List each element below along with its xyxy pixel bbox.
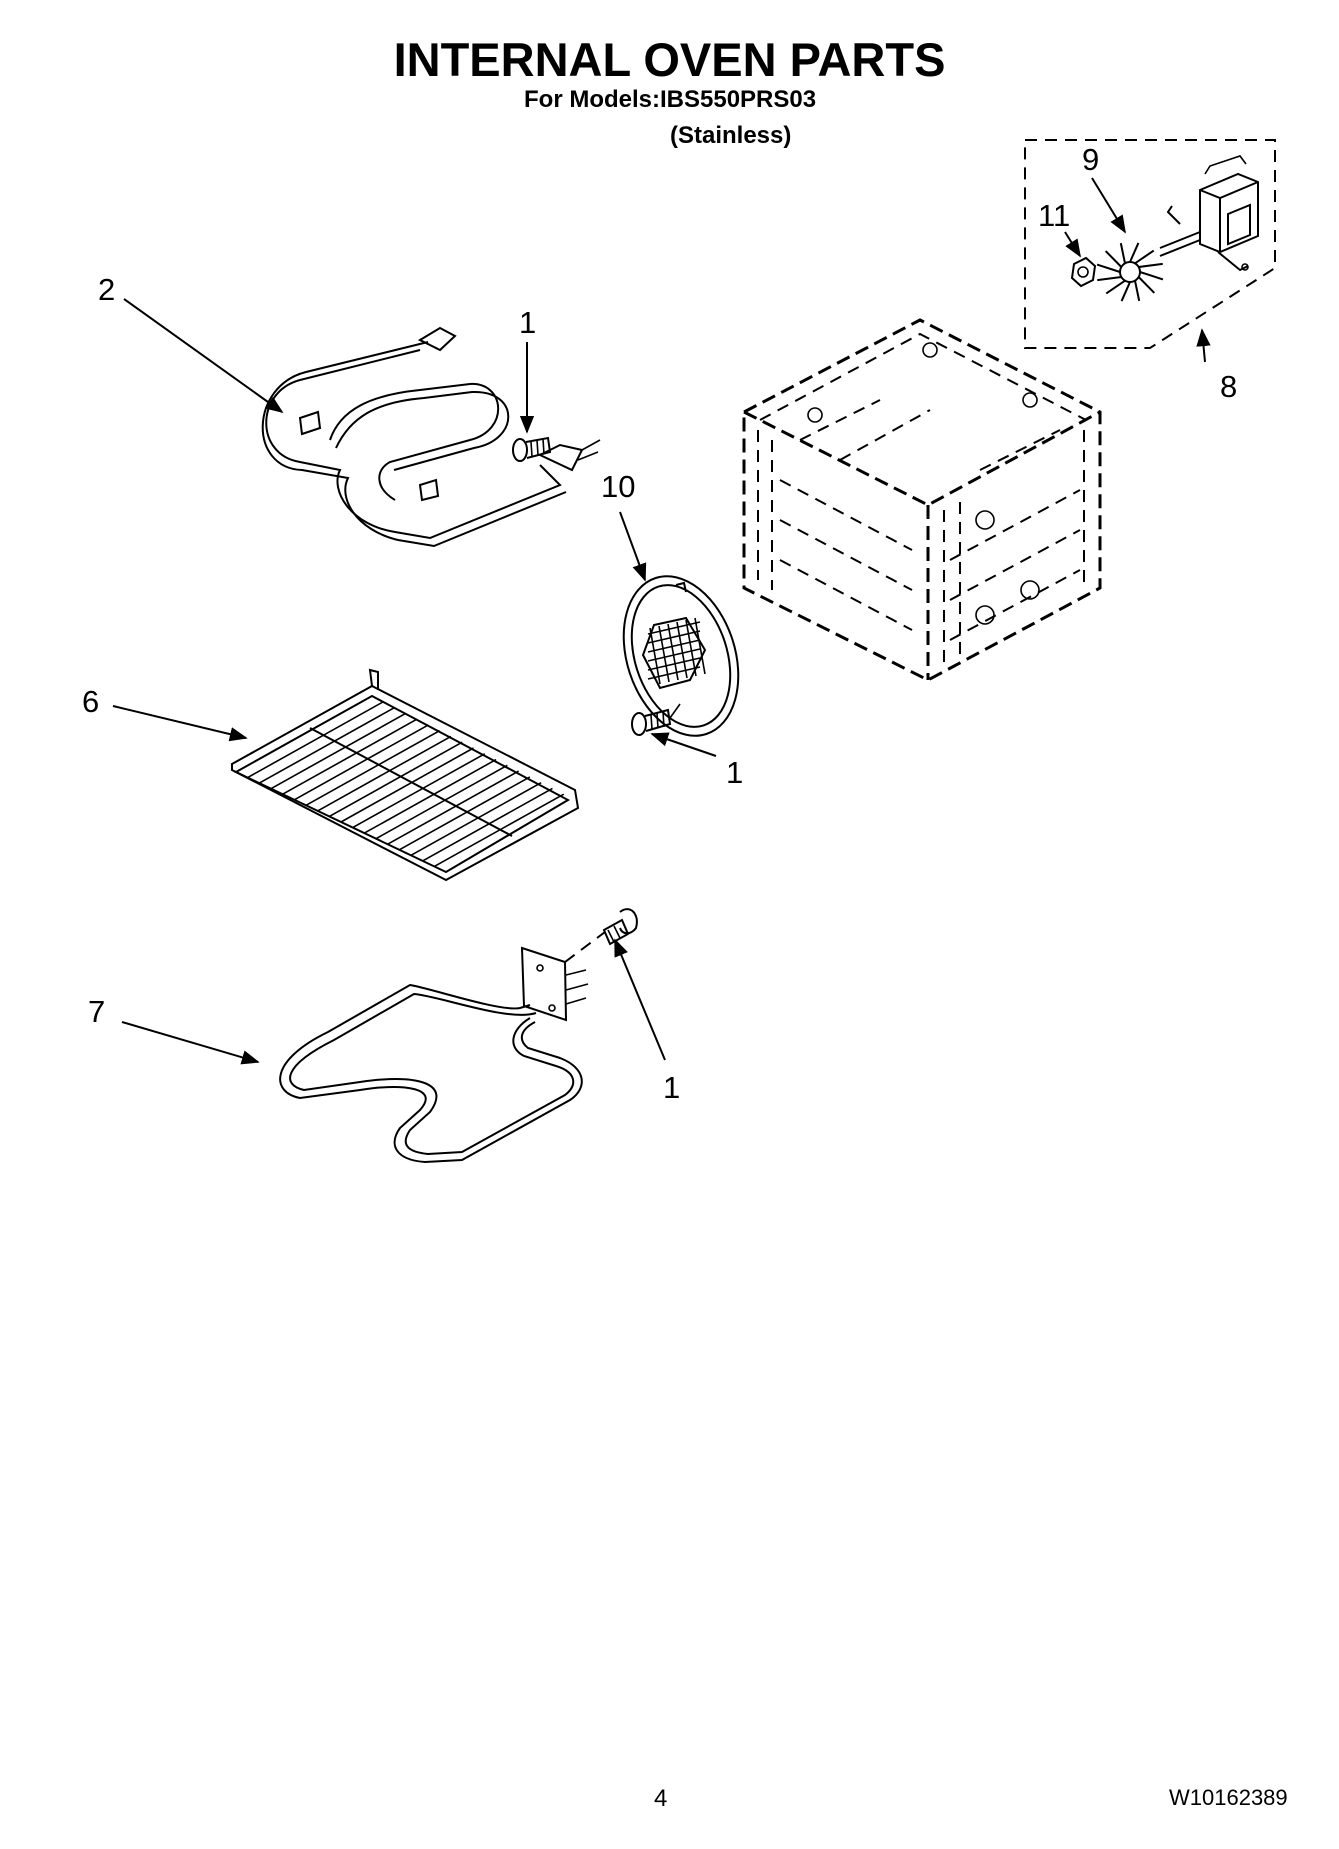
callout-1-cover: 1 xyxy=(726,755,743,790)
callout-2: 2 xyxy=(98,272,115,307)
screw-part-1-lower xyxy=(602,908,638,946)
upper-heating-element xyxy=(261,326,601,548)
oven-cavity-outline xyxy=(742,318,1102,682)
convection-fan-blade xyxy=(1096,242,1164,302)
oven-rack xyxy=(231,668,580,882)
callout-arrows xyxy=(112,177,1211,1065)
callout-1-upper: 1 xyxy=(519,305,536,340)
fan-motor-assembly-box xyxy=(1024,139,1276,349)
page-number: 4 xyxy=(654,1785,668,1812)
screw-part-1-upper xyxy=(512,436,552,462)
document-number: W10162389 xyxy=(1169,1785,1288,1810)
convection-fan-cover xyxy=(622,575,740,737)
callout-9: 9 xyxy=(1082,142,1099,177)
callout-1-lower: 1 xyxy=(663,1070,680,1105)
fan-nut xyxy=(1070,256,1097,288)
callout-8: 8 xyxy=(1220,369,1237,404)
lower-heating-element xyxy=(279,931,606,1164)
fan-motor xyxy=(1159,155,1259,272)
callout-6: 6 xyxy=(82,684,99,719)
callout-11: 11 xyxy=(1038,198,1070,233)
finish-line: (Stainless) xyxy=(670,122,792,149)
models-line: For Models:IBS550PRS03 xyxy=(524,86,817,113)
callout-10: 10 xyxy=(601,469,635,504)
page-title: INTERNAL OVEN PARTS xyxy=(393,33,946,86)
screw-part-1-cover xyxy=(631,703,681,736)
callout-7: 7 xyxy=(88,994,105,1029)
